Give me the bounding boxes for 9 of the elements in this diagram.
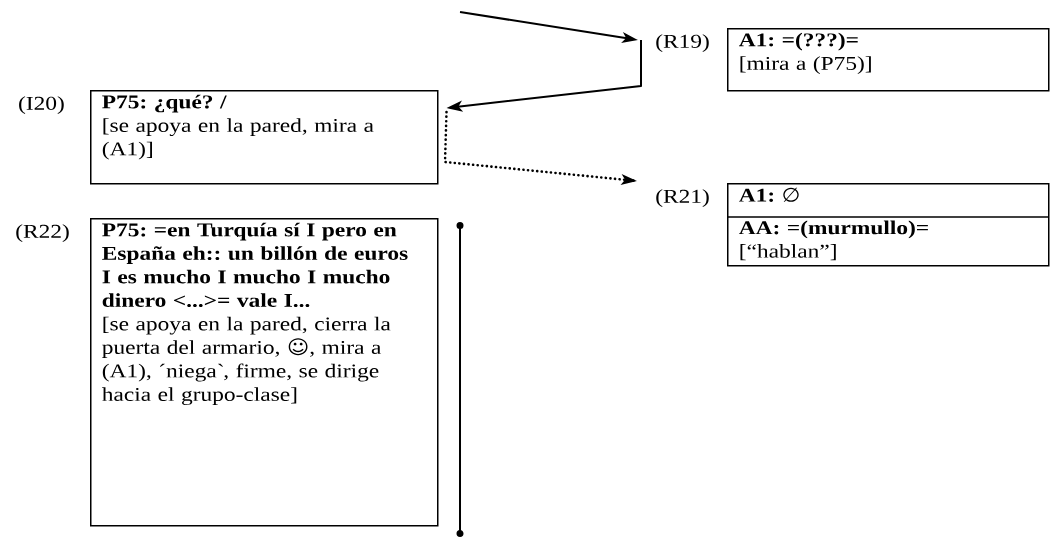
turn-label: (R21) xyxy=(656,189,709,207)
turn-label: (R22) xyxy=(16,224,69,242)
turn-label: (I20) xyxy=(19,96,64,114)
transcript-box: P75: ¿qué? / [se apoya en la pared, mira a (A1)] xyxy=(90,90,439,185)
transcript-box: A1: ∅ AA: =(murmullo)= [“hablan”] xyxy=(727,183,1050,267)
transcript-box: P75: =en Turquía sí I pero en España eh:: un billón de euros I es mucho I mucho I mucho dinero <...>= vale I... [se apoya en la pared, cierra la puerta del armario, ☺, mira a (A1), ´niega`, firme, se dirige hacia el grupo-clase] xyxy=(90,218,439,527)
turn-label: (R19) xyxy=(656,34,709,52)
arrow xyxy=(443,110,639,185)
transcript-box: A1: =(???)= [mira a (P75)] xyxy=(727,28,1050,92)
